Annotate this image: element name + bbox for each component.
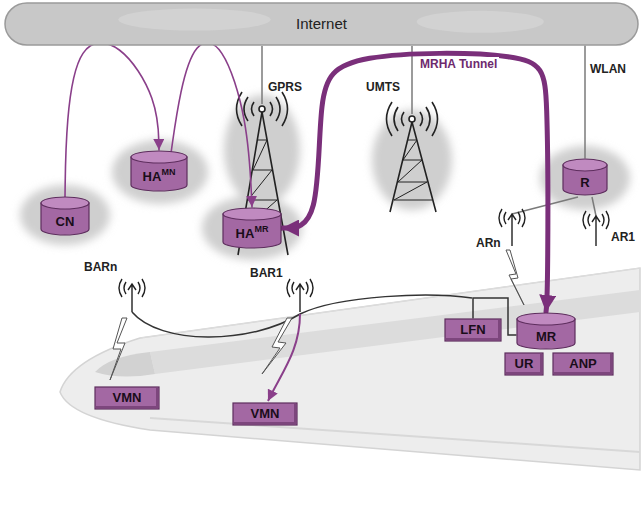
node-text: VMN [251,406,280,422]
cylinder-top [223,208,281,220]
node-text: R [580,175,589,191]
superscript-label: MR [254,224,268,234]
cloud-highlight [118,9,270,31]
antenna-label: ARn [476,236,501,250]
antenna-symbol [583,211,609,229]
mobile-router-cylinder: MR [516,312,576,350]
node-label: HA [143,169,162,184]
radio-link-bolt [110,250,524,380]
node-text: MR [536,329,556,345]
node-text: HAMN [143,169,176,186]
access-line [512,197,578,214]
node-label: ANP [569,356,596,371]
umts-tower [387,102,438,212]
antenna-label: BAR1 [250,266,283,280]
node-label: VMN [113,390,142,405]
network-label: UMTS [366,80,400,94]
antenna-label: AR1 [611,230,635,244]
train-network-line [132,295,472,337]
node-label: VMN [251,406,280,421]
network-label: WLAN [590,62,626,76]
access-point-box: ANP [552,352,614,376]
node-text: UR [515,356,534,372]
superscript-label: MN [161,167,175,177]
node-text: LFN [460,322,485,338]
antenna-label: BARn [84,260,117,274]
umts-tower [387,102,438,136]
gprs-tower [259,106,265,112]
host-cylinder: CN [40,196,90,236]
antenna-symbol [592,216,600,246]
network-label: GPRS [268,80,302,94]
cylinder-top [517,313,575,325]
node-text: HAMR [236,226,269,243]
node-label: LFN [460,322,485,337]
train-network-line [132,295,472,401]
box-body [233,403,297,425]
umts-tower [394,140,432,200]
node-label: UR [515,356,534,371]
box-body [553,353,613,375]
router-box: UR [504,352,544,376]
node-label: R [580,175,589,190]
access-line [261,46,263,104]
fixed-node-box: LFN [444,318,502,342]
access-line [592,197,596,216]
radio-link-bolt [506,250,524,305]
umts-tower [409,116,415,122]
visiting-node-box: VMN [94,386,160,410]
radio-link-bolt [110,318,127,380]
box-body [95,387,159,409]
node-text: CN [56,214,75,230]
node-label: Internet [296,15,347,32]
visiting-node-box: VMN [232,402,298,426]
train-illustration [60,268,640,470]
node-label: CN [56,214,75,229]
internet-cloud: Internet [4,2,639,46]
train-illustration [60,268,640,470]
grey-cloud [112,140,208,204]
train-illustration [150,418,640,452]
box-body [505,353,543,375]
radio-link-bolt [262,318,292,374]
router-cylinder: R [562,158,608,196]
node-text: VMN [113,390,142,406]
cloud-highlight [417,11,544,33]
box-shade [554,354,611,373]
grey-cloud [20,95,630,260]
antenna-symbol [287,279,313,297]
antenna-symbol [296,284,304,312]
antenna-symbol [119,279,145,297]
cloud-body [5,3,638,45]
box-body [445,319,501,341]
antenna-symbol [119,209,609,312]
home-agent-cylinder: HAMN [130,150,188,192]
box-shade [234,404,295,423]
connector-group [65,43,585,335]
antenna-symbol [499,209,525,227]
box-shade [506,354,541,373]
box-shade [446,320,499,339]
connector-line [584,46,586,158]
antenna-symbol [128,284,136,312]
cylinder-top [563,159,607,171]
home-agent-cylinder: HAMR [222,207,282,249]
cylinder-top [41,197,89,209]
node-text: Internet [296,16,347,32]
node-label: HA [236,226,255,241]
box-shade [96,388,157,407]
tunnel-arrow [282,53,548,312]
antenna-symbol [508,214,516,246]
node-text: ANP [569,356,596,372]
umts-tower [390,122,436,212]
train-illustration [95,352,155,377]
node-label: MR [536,329,556,344]
edge-label: MRHA Tunnel [418,57,499,71]
cylinder-top [131,151,187,163]
